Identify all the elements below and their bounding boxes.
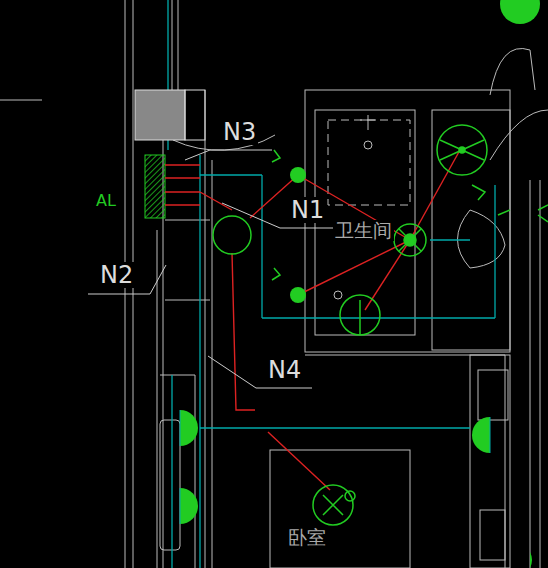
- fixtures: [213, 125, 548, 525]
- panel-al: [145, 155, 165, 218]
- distribution-box: [135, 90, 205, 140]
- room-name: 卧室: [286, 527, 328, 548]
- red-wires: [165, 150, 460, 490]
- switches: [180, 0, 540, 568]
- cable-tag: N3: [221, 119, 258, 145]
- wall-light-lines: [180, 410, 490, 524]
- panel-name: AL: [94, 192, 118, 210]
- leader-lines: [88, 150, 334, 388]
- cyan-lines: [168, 0, 495, 568]
- cable-tag: N1: [289, 197, 326, 223]
- cable-tag: N2: [98, 262, 135, 288]
- room-name: 卫生间: [333, 220, 394, 241]
- cable-tag: N4: [266, 357, 303, 383]
